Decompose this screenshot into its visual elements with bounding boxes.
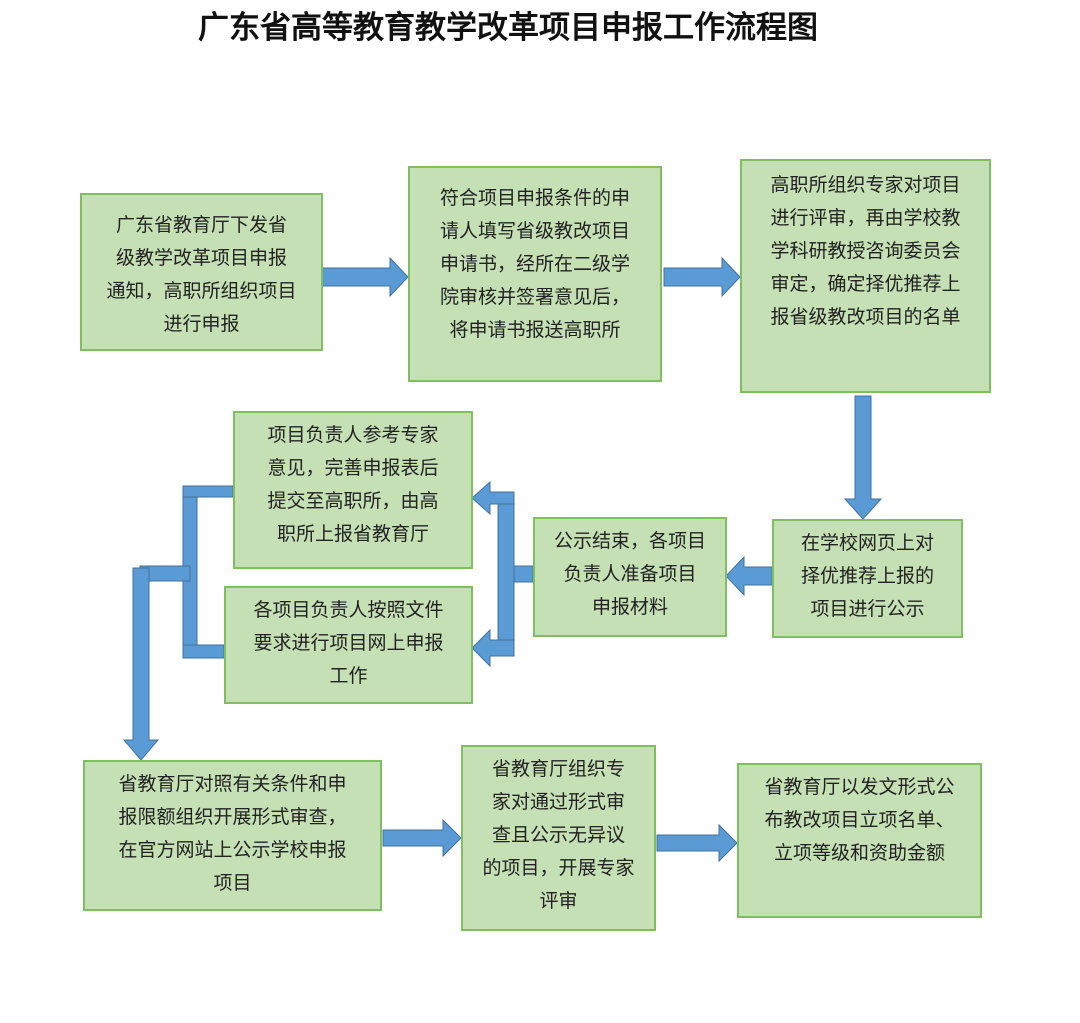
step-2-application: 符合项目申报条件的申 请人填写省级教改项目 申请书，经所在二级学 院审核并签署意… — [408, 166, 662, 382]
arrow-step2-to-step3 — [663, 256, 741, 298]
step-4-text: 在学校网页上对 择优推荐上报的 项目进行公示 — [800, 532, 934, 620]
page-title: 广东省高等教育教学改革项目申报工作流程图 — [198, 10, 818, 46]
arrow-to-step8 — [122, 567, 160, 761]
connector-step5-vertical — [497, 491, 515, 653]
step-3-review: 高职所组织专家对项目 进行评审，再由学校教 学科研教授咨询委员会 审定，确定择优… — [740, 159, 991, 393]
arrow-step1-to-step2 — [321, 256, 409, 298]
step-8-text: 省教育厅对照有关条件和申 报限额组织开展形式审查， 在官方网站上公示学校申报 项… — [118, 773, 347, 894]
step-10-text: 省教育厅以发文形式公 布教改项目立项名单、 立项等级和资助金额 — [764, 776, 955, 864]
arrow-to-step6 — [471, 480, 515, 516]
arrow-to-step7 — [471, 628, 515, 668]
step-10-announce: 省教育厅以发文形式公 布教改项目立项名单、 立项等级和资助金额 — [737, 763, 982, 918]
step-4-publicity: 在学校网页上对 择优推荐上报的 项目进行公示 — [772, 519, 963, 638]
connector-step6-stub — [182, 485, 234, 498]
step-5-prepare: 公示结束，各项目 负责人准备项目 申报材料 — [533, 517, 727, 637]
step-2-text: 符合项目申报条件的申 请人填写省级教改项目 申请书，经所在二级学 院审核并签署意… — [439, 187, 630, 341]
arrow-step4-to-step5 — [725, 555, 773, 597]
step-5-text: 公示结束，各项目 负责人准备项目 申报材料 — [553, 530, 706, 618]
step-9-expert-review: 省教育厅组织专 家对通过形式审 查且公示无异议 的项目，开展专家 评审 — [461, 745, 656, 931]
step-7-online: 各项目负责人按照文件 要求进行项目网上申报 工作 — [224, 586, 473, 704]
step-3-text: 高职所组织专家对项目 进行评审，再由学校教 学科研教授咨询委员会 审定，确定择优… — [770, 174, 961, 328]
step-6-revise: 项目负责人参考专家 意见，完善申报表后 提交至高职所，由高 职所上报省教育厅 — [233, 411, 473, 569]
step-1-notice: 广东省教育厅下发省 级教学改革项目申报 通知，高职所组织项目 进行申报 — [80, 193, 323, 351]
step-6-text: 项目负责人参考专家 意见，完善申报表后 提交至高职所，由高 职所上报省教育厅 — [267, 424, 439, 545]
arrow-step8-to-step9 — [382, 818, 462, 858]
arrow-step9-to-step10 — [656, 823, 738, 863]
step-7-text: 各项目负责人按照文件 要求进行项目网上申报 工作 — [253, 599, 444, 687]
step-9-text: 省教育厅组织专 家对通过形式审 查且公示无异议 的项目，开展专家 评审 — [482, 758, 635, 912]
step-1-text: 广东省教育厅下发省 级教学改革项目申报 通知，高职所组织项目 进行申报 — [106, 214, 297, 335]
arrow-step3-to-step4 — [843, 395, 883, 520]
step-8-formal-check: 省教育厅对照有关条件和申 报限额组织开展形式审查， 在官方网站上公示学校申报 项… — [83, 760, 382, 911]
connector-step7-stub — [182, 644, 225, 659]
